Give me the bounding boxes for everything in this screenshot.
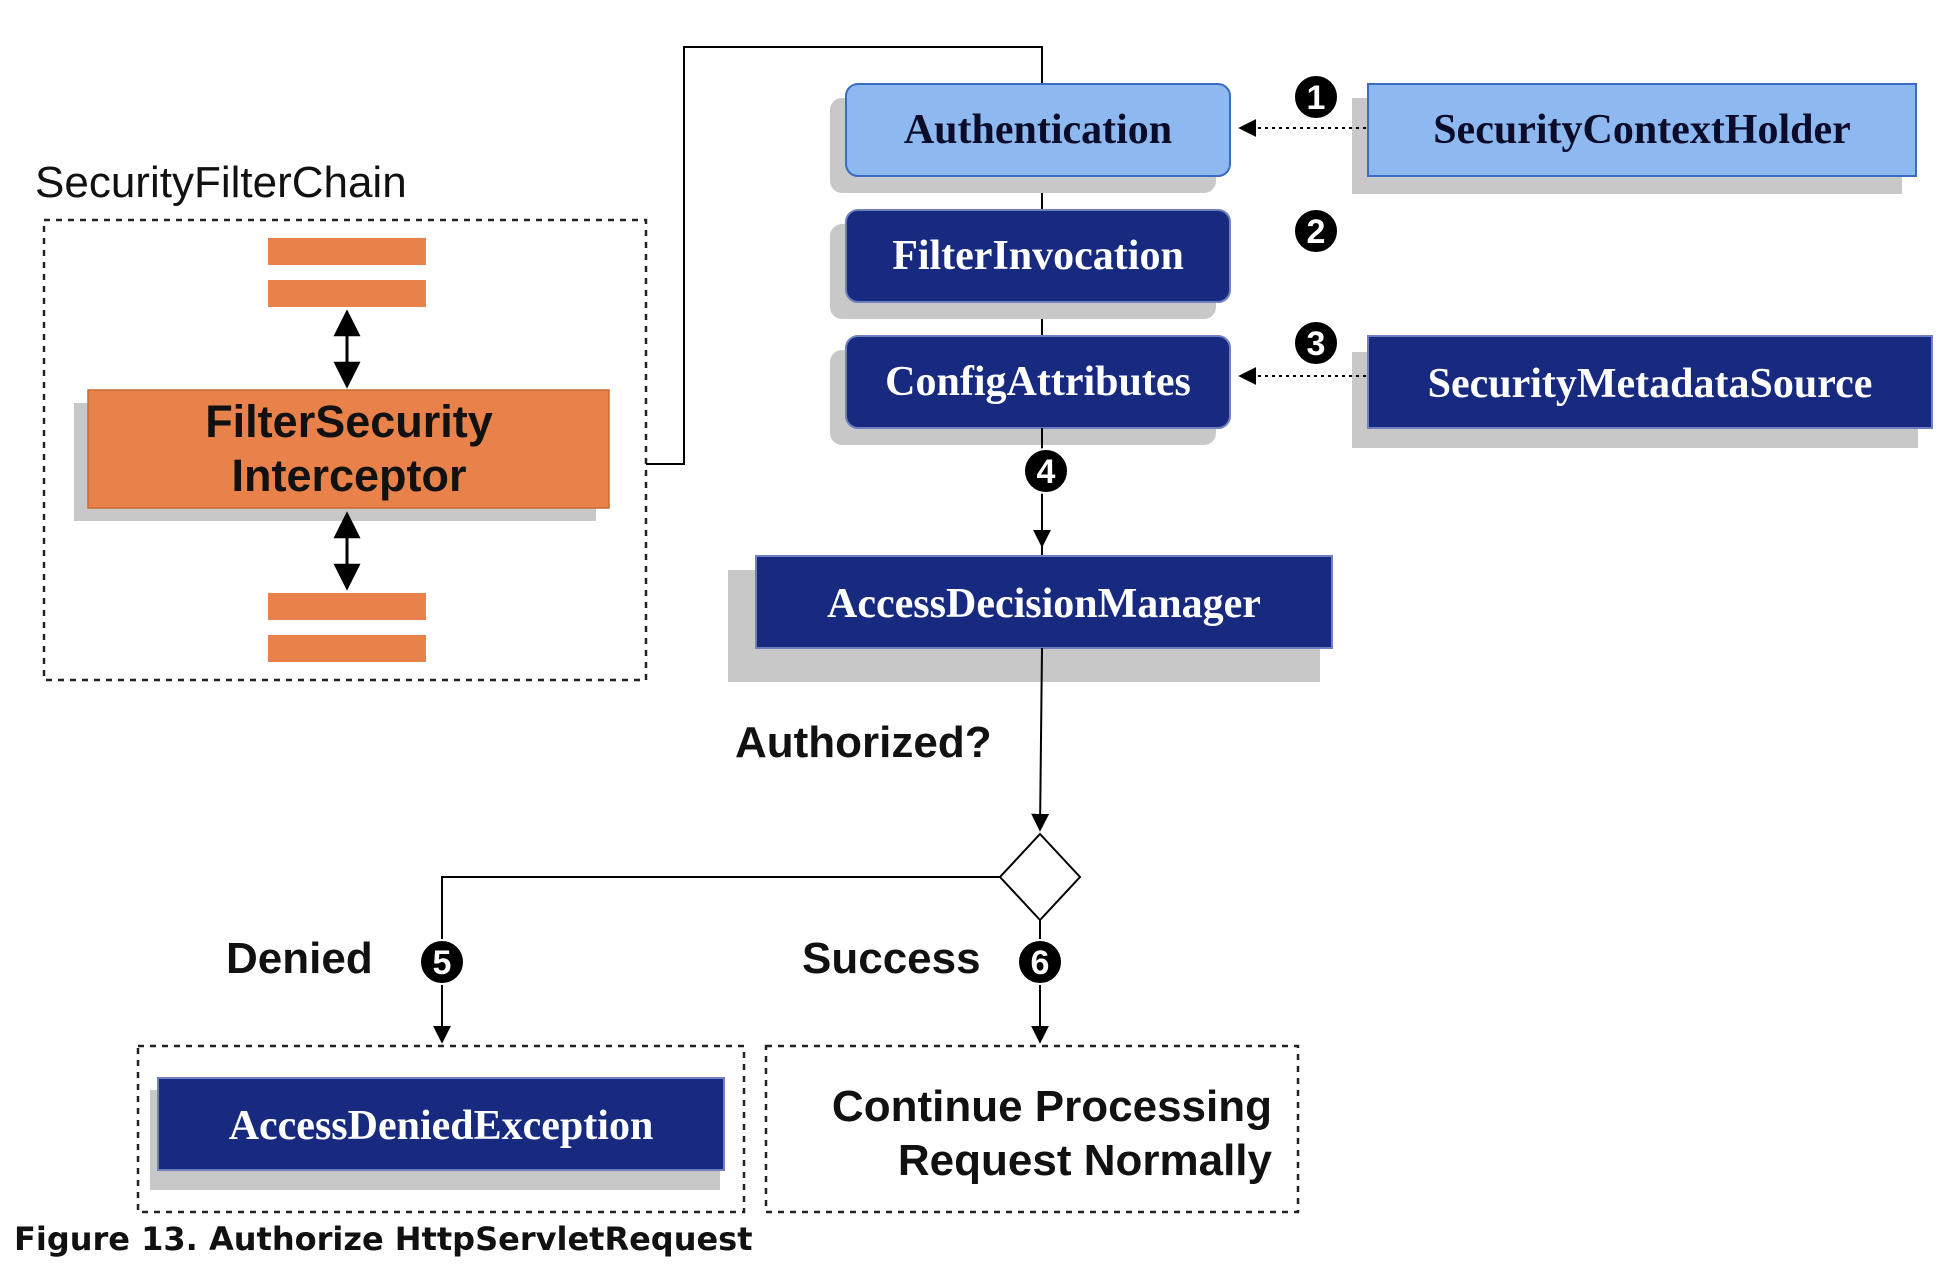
config-attributes-box (845, 335, 1231, 429)
filter-invocation-label: FilterInvocation (892, 233, 1184, 279)
svg-text:2: 2 (1307, 213, 1326, 251)
access-denied-exception-box (157, 1077, 725, 1171)
filter-chain-title: SecurityFilterChain (35, 158, 407, 207)
step-badge-5: 5 (419, 939, 465, 985)
security-metadata-source-label: SecurityMetadataSource (1428, 361, 1873, 407)
filter-bar-top-2 (268, 280, 426, 307)
decision-manager-to-diamond-arrow (1031, 647, 1050, 832)
svg-text:1: 1 (1307, 79, 1326, 117)
step-badge-3: 3 (1293, 320, 1339, 366)
filter-security-interceptor-box (87, 389, 610, 509)
access-decision-manager-box (755, 555, 1333, 649)
continue-label-line2: Request Normally (898, 1136, 1273, 1185)
interceptor-label-line2: Interceptor (231, 450, 466, 501)
step-badge-6: 6 (1017, 939, 1063, 985)
figure-caption: Figure 13. Authorize HttpServletRequest (14, 1220, 753, 1258)
decision-diamond (998, 832, 1082, 922)
step-badge-2: 2 (1293, 208, 1339, 254)
denied-label: Denied (226, 934, 373, 983)
security-context-holder-label: SecurityContextHolder (1433, 107, 1851, 153)
step-badge-4: 4 (1023, 448, 1069, 494)
success-label: Success (802, 934, 981, 983)
step-badge-1: 1 (1293, 74, 1339, 120)
continue-label-line1: Continue Processing (832, 1082, 1272, 1131)
authentication-label: Authentication (904, 107, 1172, 153)
access-denied-exception-label: AccessDeniedException (229, 1103, 654, 1149)
access-decision-manager-label: AccessDecisionManager (827, 581, 1261, 627)
authentication-box (845, 83, 1231, 177)
filter-bar-bottom-1 (268, 593, 426, 620)
svg-text:4: 4 (1037, 453, 1056, 491)
svg-text:6: 6 (1031, 944, 1050, 982)
denied-group-border (136, 1044, 746, 1214)
filter-chain-border (42, 218, 648, 682)
denied-branch-line (433, 876, 1000, 1044)
filter-bar-top-1 (268, 238, 426, 265)
svg-text:5: 5 (433, 944, 452, 982)
config-attributes-label: ConfigAttributes (885, 359, 1191, 405)
security-context-holder-box (1367, 83, 1917, 177)
filter-bar-bottom-2 (268, 635, 426, 662)
svg-text:3: 3 (1307, 325, 1326, 363)
filter-invocation-box (845, 209, 1231, 303)
security-metadata-source-box (1367, 335, 1933, 429)
continue-group-border (764, 1044, 1300, 1214)
authorized-question-label: Authorized? (735, 718, 992, 767)
interceptor-label-line1: FilterSecurity (205, 396, 493, 447)
